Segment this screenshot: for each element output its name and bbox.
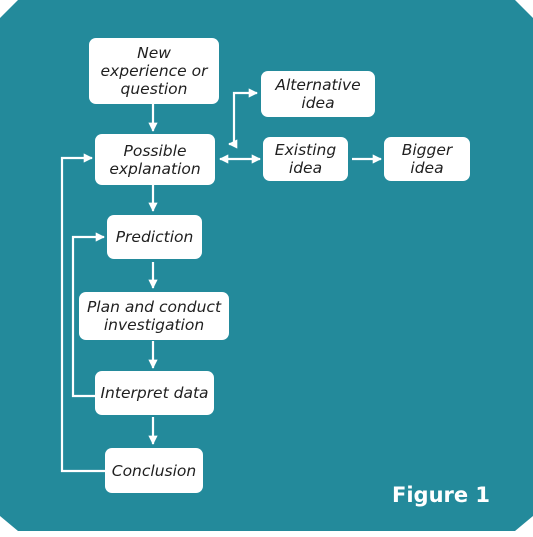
node-plan-investigation: Plan and conduct investigation (79, 292, 229, 340)
node-existing-idea: Existing idea (263, 137, 348, 181)
loop-conclusion-to-explanation (60, 153, 105, 473)
node-bigger-idea: Bigger idea (384, 137, 470, 181)
node-conclusion: Conclusion (105, 448, 203, 493)
node-prediction: Prediction (107, 215, 202, 259)
node-new-experience: New experience or question (89, 38, 219, 104)
node-possible-explanation: Possible explanation (95, 134, 215, 185)
loop-interpret-to-prediction (71, 232, 105, 398)
figure-caption: Figure 1 (392, 483, 491, 507)
node-interpret-data: Interpret data (95, 371, 214, 415)
node-alternative-idea: Alternative idea (261, 71, 375, 117)
arrow-explanation-alternative (228, 88, 258, 149)
